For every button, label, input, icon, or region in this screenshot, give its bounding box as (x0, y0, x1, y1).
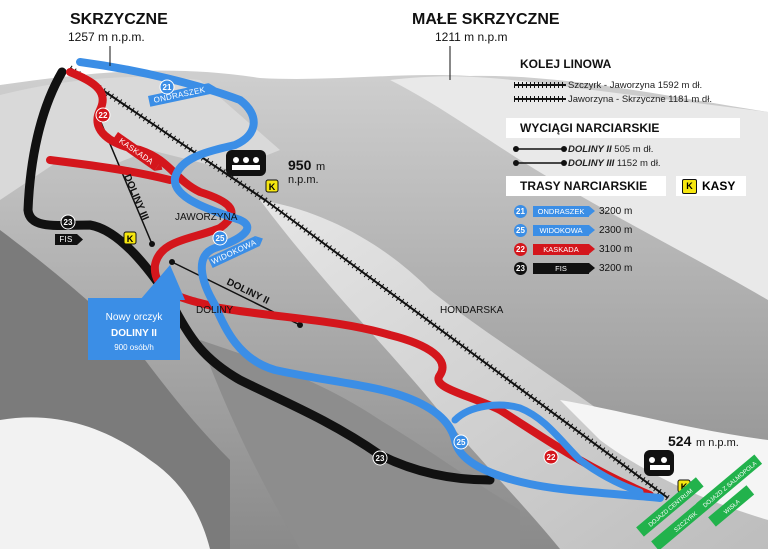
svg-text:25: 25 (216, 234, 225, 243)
trail-number-badge: 25 (514, 224, 527, 237)
peak-male-skrzyczne-name: MAŁE SKRZYCZNE (412, 11, 560, 28)
station-524-value: 524 (668, 433, 692, 449)
svg-text:25: 25 (457, 438, 466, 447)
callout-new-lift: Nowy orczyk DOLINY II 900 osób/h (88, 298, 180, 360)
svg-text:FIS: FIS (59, 235, 72, 244)
trail-21-ondraszek-path (76, 58, 664, 502)
legend-cable-car: KOLEJ LINOWA Szczyrk - Jaworzyna 1592 m … (506, 54, 740, 106)
legend-cable-label: Szczyrk - Jaworzyna 1592 m dł. (568, 79, 703, 91)
peak-male-skrzyczne-altitude: 1211 m n.p.m (435, 30, 507, 44)
station-950-suffix: n.p.m. (288, 174, 319, 186)
svg-text:21: 21 (163, 83, 172, 92)
trail-length: 2300 m (599, 225, 633, 236)
trail-name-tag: ONDRASZEK (533, 206, 595, 217)
trail-name-tag: KASKADA (533, 244, 595, 255)
svg-text:22: 22 (547, 453, 556, 462)
cable-line-icon (512, 78, 568, 92)
svg-text:K: K (127, 234, 134, 244)
trail-number-badge: 21 (514, 205, 527, 218)
kasa-badge-950: K (265, 179, 279, 193)
trail-length: 3200 m (599, 206, 633, 217)
station-950-unit: m (316, 161, 325, 173)
badge-23-lower: 23 (372, 450, 388, 466)
gondola-icon-950 (226, 150, 266, 176)
svg-text:900 osób/h: 900 osób/h (114, 343, 154, 352)
label-doliny: DOLINY (196, 305, 234, 316)
station-524-unit: m n.p.m. (696, 437, 739, 449)
peak-skrzyczne-name: SKRZYCZNE (70, 11, 168, 28)
svg-text:K: K (269, 182, 276, 192)
legend-cable-item: Jaworzyna - Skrzyczne 1181 m dł. (506, 92, 740, 106)
trail-number-badge: 22 (514, 243, 527, 256)
lift-line-icon (512, 156, 568, 170)
legend-trails: TRASY NARCIARSKIE 21 ONDRASZEK 3200 m 25… (506, 176, 666, 278)
legend-trail-item: 21 ONDRASZEK 3200 m (506, 202, 666, 221)
trail-number-badge: 23 (514, 262, 527, 275)
tag-fis: FIS (55, 234, 83, 245)
legend-kasy: K KASY (676, 176, 746, 196)
trail-length: 3200 m (599, 263, 633, 274)
svg-text:Nowy orczyk: Nowy orczyk (106, 312, 164, 323)
svg-text:22: 22 (99, 111, 108, 120)
legend-cable-label: Jaworzyna - Skrzyczne 1181 m dł. (568, 93, 712, 105)
svg-text:K: K (681, 482, 688, 492)
badge-22-map: 22 (95, 107, 111, 123)
legend-lift-item: DOLINY II 505 m dł. (506, 142, 740, 156)
svg-text:23: 23 (64, 218, 73, 227)
legend-lift-item: DOLINY III 1152 m dł. (506, 156, 740, 170)
legend-lifts-title: WYCIĄGI NARCIARSKIE (506, 118, 740, 138)
legend-trail-item: 22 KASKADA 3100 m (506, 240, 666, 259)
lift-line-icon (512, 142, 568, 156)
trail-name-tag: WIDOKOWA (533, 225, 595, 236)
badge-25-map: 25 (212, 230, 228, 246)
kasa-icon: K (682, 178, 697, 194)
legend-kasy-label: KASY (702, 179, 736, 193)
badge-22-lower: 22 (543, 449, 559, 465)
legend-trails-title: TRASY NARCIARSKIE (506, 176, 666, 196)
legend-lift-length: 1152 m dł. (616, 157, 661, 169)
callout-pointer (140, 265, 185, 300)
gondola-icon-524 (644, 450, 674, 476)
trail-22-branch-path (46, 156, 174, 184)
label-jaworzyna: JAWORZYNA (175, 212, 238, 223)
svg-text:DOLINY II: DOLINY II (111, 328, 157, 339)
cable-line-icon (512, 92, 568, 106)
peak-skrzyczne-altitude: 1257 m n.p.m. (68, 30, 145, 44)
trail-25-widokowa-path (451, 401, 644, 496)
legend-lift-name: DOLINY II (568, 143, 612, 155)
legend-ski-lifts: WYCIĄGI NARCIARSKIE DOLINY II 505 m dł. … (506, 118, 740, 170)
label-hondarska: HONDARSKA (440, 305, 504, 316)
mountain-snow-upper (0, 76, 280, 200)
legend-cable-item: Szczyrk - Jaworzyna 1592 m dł. (506, 78, 740, 92)
legend-lift-name: DOLINY III (568, 157, 615, 169)
legend-cable-title: KOLEJ LINOWA (506, 54, 740, 74)
trail-name-tag: FIS (533, 263, 595, 274)
snow-lower-left (0, 417, 210, 549)
svg-text:23: 23 (376, 454, 385, 463)
badge-21-map: 21 (159, 79, 175, 95)
trail-length: 3100 m (599, 244, 633, 255)
legend-lift-length: 505 m dł. (614, 143, 654, 155)
legend-trail-item: 25 WIDOKOWA 2300 m (506, 221, 666, 240)
station-950-value: 950 (288, 157, 312, 173)
legend-trail-item: 23 FIS 3200 m (506, 259, 666, 278)
kasa-badge-jaworzyna: K (123, 231, 137, 245)
badge-23-map: 23 (60, 214, 76, 230)
badge-25-lower: 25 (453, 434, 469, 450)
